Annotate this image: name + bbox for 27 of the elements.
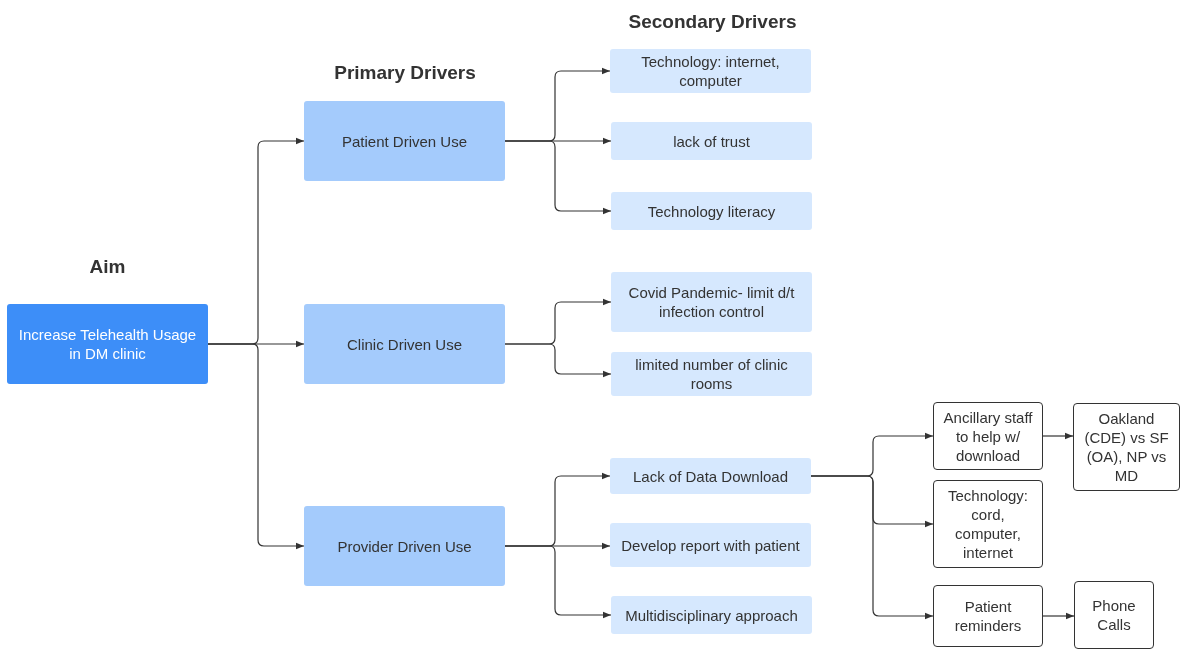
- arrow: [504, 140, 612, 215]
- driver-box: Develop report with patient: [610, 523, 811, 567]
- driver-box: Increase Telehealth Usage in DM clinic: [7, 304, 208, 384]
- arrow: [810, 475, 934, 620]
- driver-box: Ancillary staff to help w/ download: [933, 402, 1043, 470]
- driver-box: Covid Pandemic- limit d/t infection control: [611, 272, 812, 332]
- arrow: [504, 545, 612, 619]
- driver-box: Technology: cord, computer, internet: [933, 480, 1043, 568]
- driver-box: Technology: internet, computer: [610, 49, 811, 93]
- driver-box: Oakland (CDE) vs SF (OA), NP vs MD: [1073, 403, 1180, 491]
- driver-box: limited number of clinic rooms: [611, 352, 812, 396]
- driver-box: lack of trust: [611, 122, 812, 160]
- column-heading: Primary Drivers: [333, 61, 477, 85]
- arrow: [207, 343, 305, 550]
- driver-box: Lack of Data Download: [610, 458, 811, 494]
- driver-box: Patient reminders: [933, 585, 1043, 647]
- arrow: [1042, 612, 1075, 620]
- column-heading: Aim: [88, 255, 127, 279]
- driver-box: Technology literacy: [611, 192, 812, 230]
- driver-box: Phone Calls: [1074, 581, 1154, 649]
- driver-box: Clinic Driven Use: [304, 304, 505, 384]
- driver-box: Multidisciplinary approach: [611, 596, 812, 634]
- driver-box: Patient Driven Use: [304, 101, 505, 181]
- arrow: [1042, 432, 1074, 440]
- arrow: [504, 343, 612, 378]
- column-heading: Secondary Drivers: [627, 10, 798, 34]
- driver-box: Provider Driven Use: [304, 506, 505, 586]
